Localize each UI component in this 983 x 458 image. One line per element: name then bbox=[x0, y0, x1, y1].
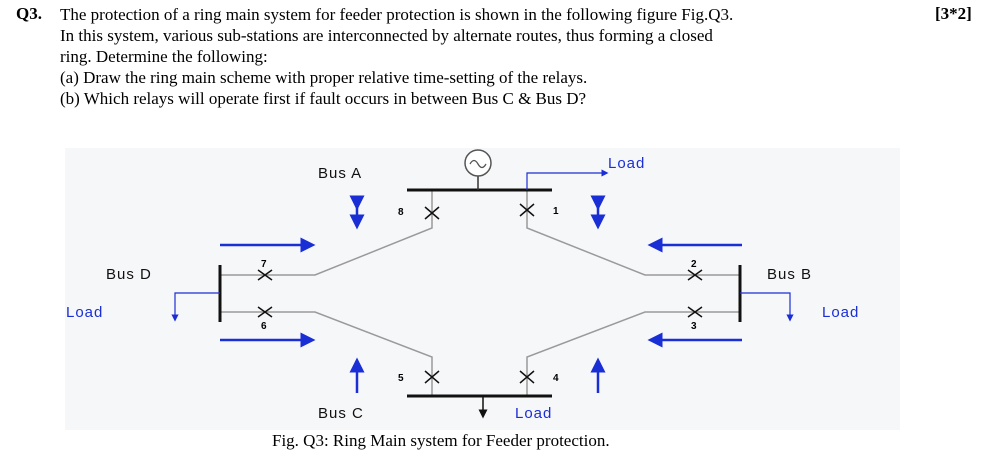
relay-3-label: 3 bbox=[691, 321, 697, 332]
bus-b-load-arrow bbox=[740, 292, 794, 322]
question-line: In this system, various sub-stations are… bbox=[60, 26, 713, 45]
relay-1-label: 1 bbox=[553, 206, 559, 217]
relay-4-label: 4 bbox=[553, 373, 559, 384]
bus-d-load-arrow bbox=[171, 292, 220, 322]
bus-b-load-label: Load bbox=[822, 304, 859, 321]
relay-6-icon bbox=[257, 306, 273, 318]
question-line: (b) Which relays will operate first if f… bbox=[60, 89, 587, 108]
relay-3-icon bbox=[687, 306, 703, 318]
bus-a-label: Bus A bbox=[318, 165, 362, 182]
relay-7-label: 7 bbox=[261, 259, 267, 270]
bus-a-load-arrow bbox=[526, 169, 609, 190]
relay-marks bbox=[257, 203, 703, 384]
relay-6-label: 6 bbox=[261, 321, 267, 332]
relay-8-icon bbox=[424, 206, 440, 220]
relay-7-icon bbox=[257, 269, 273, 281]
question-line: ring. Determine the following: bbox=[60, 47, 268, 66]
bus-c-label: Bus C bbox=[318, 405, 364, 422]
question-line: The protection of a ring main system for… bbox=[60, 5, 734, 24]
question-number: Q3. bbox=[16, 4, 42, 23]
bus-d-label: Bus D bbox=[106, 266, 152, 283]
question-line: (a) Draw the ring main scheme with prope… bbox=[60, 68, 588, 87]
flow-arrows bbox=[220, 195, 742, 393]
bus-a-load-label: Load bbox=[608, 155, 645, 172]
bus-d-load-label: Load bbox=[66, 304, 103, 321]
relay-2-icon bbox=[687, 269, 703, 281]
diagram-background bbox=[65, 148, 900, 430]
relay-2-label: 2 bbox=[691, 259, 697, 270]
question-marks: [3*2] bbox=[935, 4, 972, 23]
relay-1-icon bbox=[519, 203, 535, 217]
bus-c-load-label: Load bbox=[515, 405, 552, 422]
bus-b-label: Bus B bbox=[767, 266, 812, 283]
relay-5-icon bbox=[424, 370, 440, 384]
figure-caption: Fig. Q3: Ring Main system for Feeder pro… bbox=[272, 431, 610, 450]
relay-8-label: 8 bbox=[398, 207, 404, 218]
relay-4-icon bbox=[519, 370, 535, 384]
question-text: The protection of a ring main system for… bbox=[60, 4, 920, 109]
relay-5-label: 5 bbox=[398, 373, 404, 384]
